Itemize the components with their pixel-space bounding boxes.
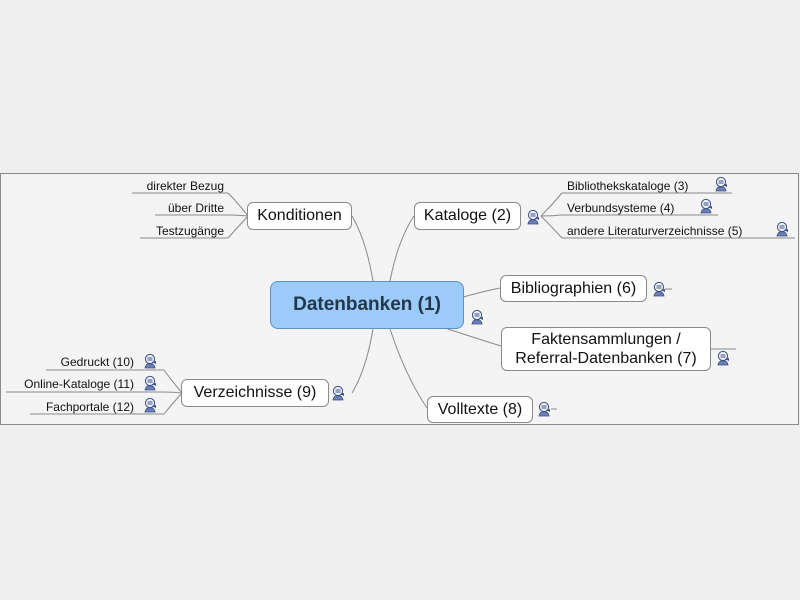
central-topic[interactable]: Datenbanken (1) xyxy=(270,281,464,329)
hyperlink-icon[interactable] xyxy=(142,353,158,369)
subtopic-direkter-bezug[interactable]: direkter Bezug xyxy=(146,179,224,193)
subtopic-ueber-dritte[interactable]: über Dritte xyxy=(167,201,224,215)
hyperlink-icon[interactable] xyxy=(698,198,714,214)
topic-label: Kataloge (2) xyxy=(423,207,512,224)
subtopic-verbundsysteme[interactable]: Verbundsysteme (4) xyxy=(567,201,675,215)
central-topic-label: Datenbanken (1) xyxy=(293,294,441,315)
subtopic-bibliothekskataloge[interactable]: Bibliothekskataloge (3) xyxy=(567,179,689,193)
topic-label: Volltexte (8) xyxy=(437,400,523,418)
topic-bibliographien[interactable]: Bibliographien (6) xyxy=(500,275,647,302)
topic-label-line-1: Faktensammlungen / xyxy=(531,331,681,348)
topic-label: Bibliographien (6) xyxy=(510,279,637,297)
hyperlink-icon[interactable] xyxy=(525,209,541,225)
hyperlink-icon[interactable] xyxy=(142,397,158,413)
subtopic-testzugaenge[interactable]: Testzugänge xyxy=(155,224,224,238)
topic-label: Konditionen xyxy=(257,207,342,224)
hyperlink-icon[interactable] xyxy=(142,375,158,391)
topic-faktensammlungen[interactable]: Faktensammlungen / Referral-Datenbanken … xyxy=(501,327,711,371)
hyperlink-icon[interactable] xyxy=(713,176,729,192)
subtopic-gedruckt[interactable]: Gedruckt (10) xyxy=(60,355,134,369)
topic-konditionen[interactable]: Konditionen xyxy=(247,202,352,230)
topic-volltexte[interactable]: Volltexte (8) xyxy=(427,396,533,423)
hyperlink-icon[interactable] xyxy=(715,350,731,366)
hyperlink-icon[interactable] xyxy=(774,221,790,237)
hyperlink-icon[interactable] xyxy=(536,401,552,417)
topic-label: Verzeichnisse (9) xyxy=(193,384,317,401)
hyperlink-icon[interactable] xyxy=(469,309,485,325)
subtopic-online-kataloge[interactable]: Online-Kataloge (11) xyxy=(24,377,134,391)
hyperlink-icon[interactable] xyxy=(330,385,346,401)
subtopic-fachportale[interactable]: Fachportale (12) xyxy=(45,400,134,414)
topic-kataloge[interactable]: Kataloge (2) xyxy=(414,202,521,230)
topic-verzeichnisse[interactable]: Verzeichnisse (9) xyxy=(181,379,329,407)
topic-label-line-2: Referral-Datenbanken (7) xyxy=(515,350,697,367)
hyperlink-icon[interactable] xyxy=(651,281,667,297)
subtopic-andere-literaturverzeichnisse[interactable]: andere Literaturverzeichnisse (5) xyxy=(567,224,743,238)
